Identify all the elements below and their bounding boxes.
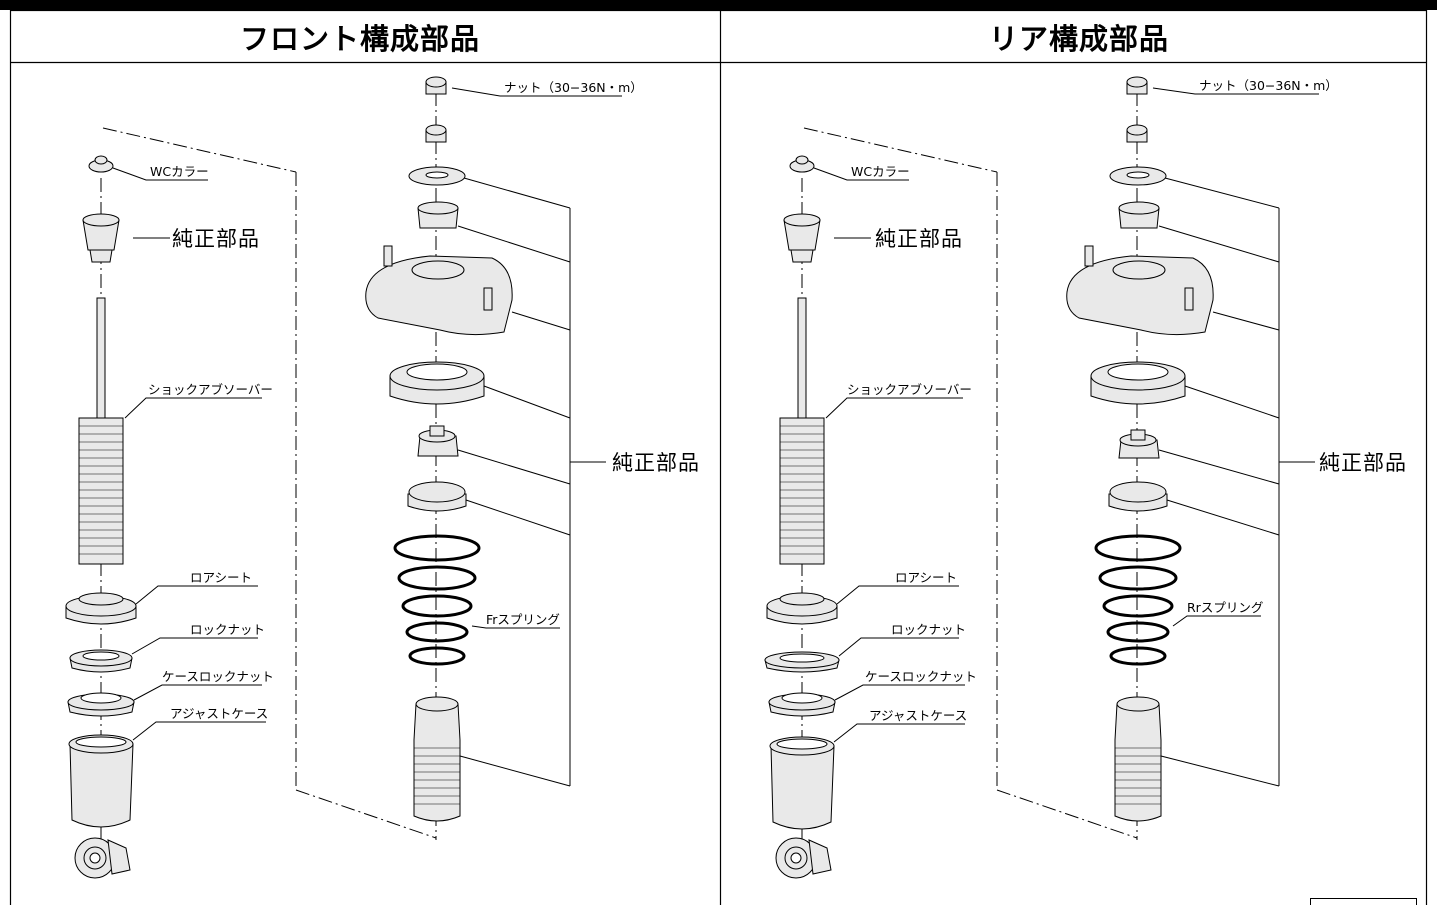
rear-lower-seat-part [766,592,838,625]
front-stock-parts-right-label: 純正部品 [612,451,700,475]
rear-spring-seat-part [1090,361,1186,405]
spring-part [393,534,481,666]
lock-nut-part [69,649,133,673]
top-bar [0,0,1437,10]
rear-exploded-view: ナット（30−36N・m） WCカラー 純正部品 ショックアブソーバー ロアシー… [764,76,1407,879]
nut-part-top [425,76,447,95]
upper-mount-part [365,245,513,336]
rear-lock-nut-label: ロックナット [891,622,966,637]
rear-wc-collar-label: WCカラー [851,164,910,179]
front-spring-label: Frスプリング [486,612,560,627]
rear-panel-title: リア構成部品 [988,22,1169,56]
front-wc-collar-label: WCカラー [150,164,209,179]
rear-bushing-part [1118,201,1160,229]
rear-stock-parts-right-label: 純正部品 [1319,451,1407,475]
front-case-lock-nut-label: ケースロックナット [162,669,274,684]
nut-part-second [425,124,447,143]
front-lock-nut-label: ロックナット [190,622,265,637]
rear-lower-seat-label: ロアシート [895,570,957,585]
bump-rubber-part [417,425,459,457]
rear-washer-part [1109,166,1167,186]
rear-nut-part-second [1126,124,1148,143]
shock-absorber-part [78,297,124,565]
washer-part [408,166,466,186]
rear-adjust-case-label: アジャストケース [869,708,967,723]
front-lower-seat-label: ロアシート [190,570,252,585]
rear-adjust-case-part [769,736,835,879]
rear-nut-label: ナット（30−36N・m） [1199,78,1338,93]
case-lock-nut-part [67,692,135,717]
rear-spring-part [1094,534,1182,666]
rear-nut-part-top [1126,76,1148,95]
rear-bump-rubber-part [1118,429,1160,459]
rear-spring-label: Rrスプリング [1187,600,1263,615]
rear-upper-mount-part [1066,245,1214,336]
front-adjust-case-label: アジャストケース [170,706,268,721]
wc-collar-part [88,155,114,173]
rear-shock-absorber-label: ショックアブソーバー [847,382,972,397]
front-panel-title: フロント構成部品 [239,22,480,56]
front-exploded-view: ナット（30−36N・m） WCカラー 純正部品 ショックアブソーバー ロアシー… [65,76,700,879]
rear-case-lock-nut-label: ケースロックナット [865,669,977,684]
front-nut-label: ナット（30−36N・m） [504,80,643,95]
front-shock-absorber-label: ショックアブソーバー [148,382,273,397]
rear-bump-stop-part [783,213,821,263]
rear-case-lock-nut-part [768,692,836,717]
lower-seat-part [65,592,137,625]
rear-shock-absorber-part [779,297,825,565]
spring-seat-part [389,361,485,405]
boot-part [413,696,461,822]
front-stock-parts-label: 純正部品 [172,227,260,251]
bushing-part [417,201,459,229]
dust-seat-part [407,481,467,512]
rear-wc-collar-part [789,155,815,173]
adjust-case-part [68,734,134,879]
rear-stock-parts-label: 純正部品 [875,227,963,251]
bump-stop-part [82,213,120,263]
rear-boot-part [1114,696,1162,822]
rear-lock-nut-part [764,651,840,673]
rear-dust-seat-part [1108,481,1168,512]
